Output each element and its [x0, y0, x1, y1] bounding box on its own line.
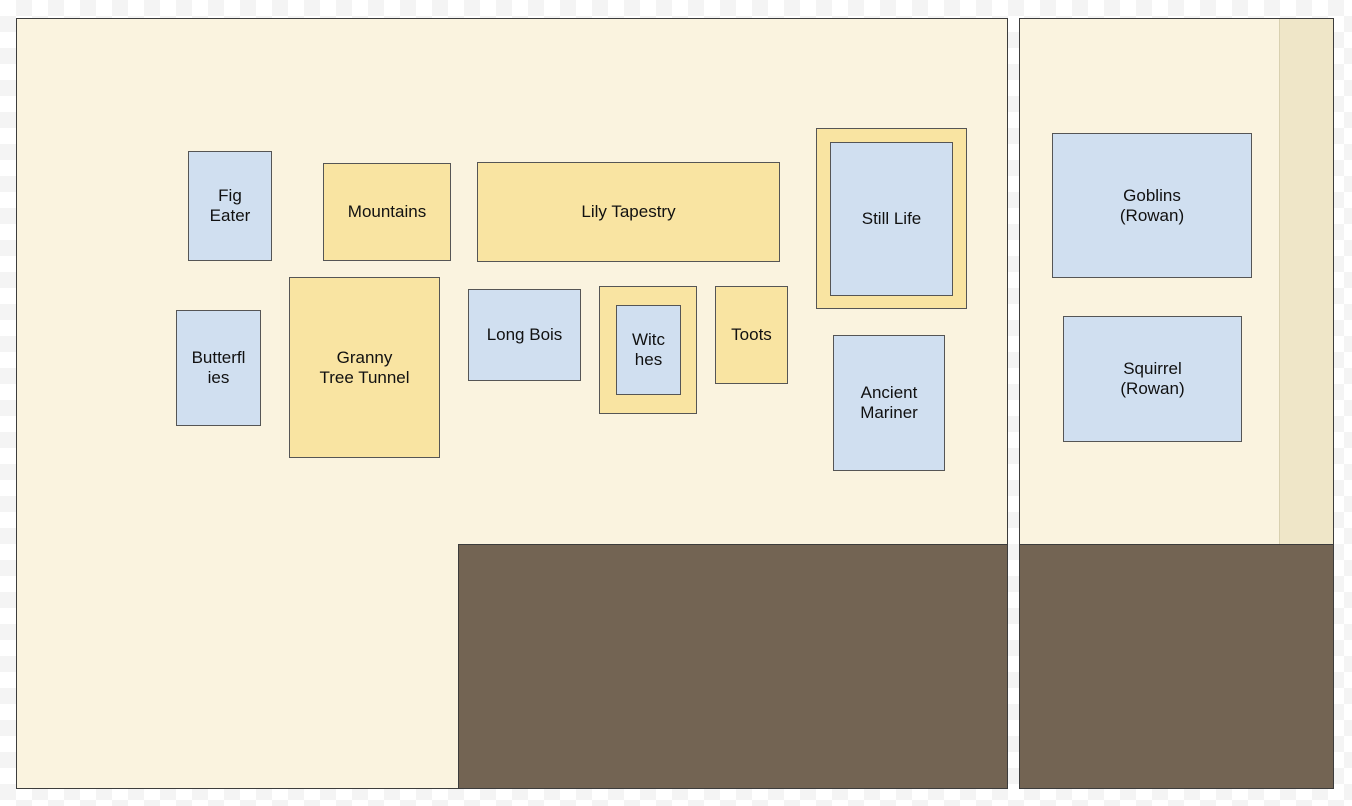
artwork-label: Butterfl ies: [191, 348, 246, 387]
artwork-label: Toots: [731, 325, 772, 344]
artwork-label: Mountains: [347, 202, 427, 221]
artwork-label: Witc hes: [631, 330, 666, 369]
artwork-label: Squirrel (Rowan): [1120, 359, 1185, 398]
right-floor-block: [1019, 544, 1334, 789]
artwork-butterflies[interactable]: Butterfl ies: [176, 310, 261, 426]
artwork-label: Long Bois: [486, 325, 563, 344]
artwork-label: Fig Eater: [209, 186, 251, 225]
artwork-squirrel[interactable]: Squirrel (Rowan): [1063, 316, 1242, 442]
artwork-label: Goblins (Rowan): [1119, 185, 1185, 225]
right-wall-shade: [1279, 19, 1333, 545]
artwork-granny-tree-tunnel[interactable]: Granny Tree Tunnel: [289, 277, 440, 458]
artwork-fig-eater[interactable]: Fig Eater: [188, 151, 272, 261]
artwork-ancient-mariner[interactable]: Ancient Mariner: [833, 335, 945, 471]
artwork-label: Ancient Mariner: [860, 383, 918, 422]
artwork-long-bois[interactable]: Long Bois: [468, 289, 581, 381]
artwork-mountains[interactable]: Mountains: [323, 163, 451, 261]
artwork-label: Lily Tapestry: [581, 202, 676, 221]
artwork-toots[interactable]: Toots: [715, 286, 788, 384]
artwork-label: Still Life: [861, 209, 922, 228]
artwork-lily-tapestry[interactable]: Lily Tapestry: [477, 162, 780, 262]
artwork-goblins[interactable]: Goblins (Rowan): [1052, 133, 1252, 278]
artwork-witches[interactable]: Witc hes: [616, 305, 681, 395]
artwork-label: Granny Tree Tunnel: [319, 347, 410, 387]
artwork-still-life[interactable]: Still Life: [830, 142, 953, 296]
left-floor-block: [458, 544, 1008, 789]
